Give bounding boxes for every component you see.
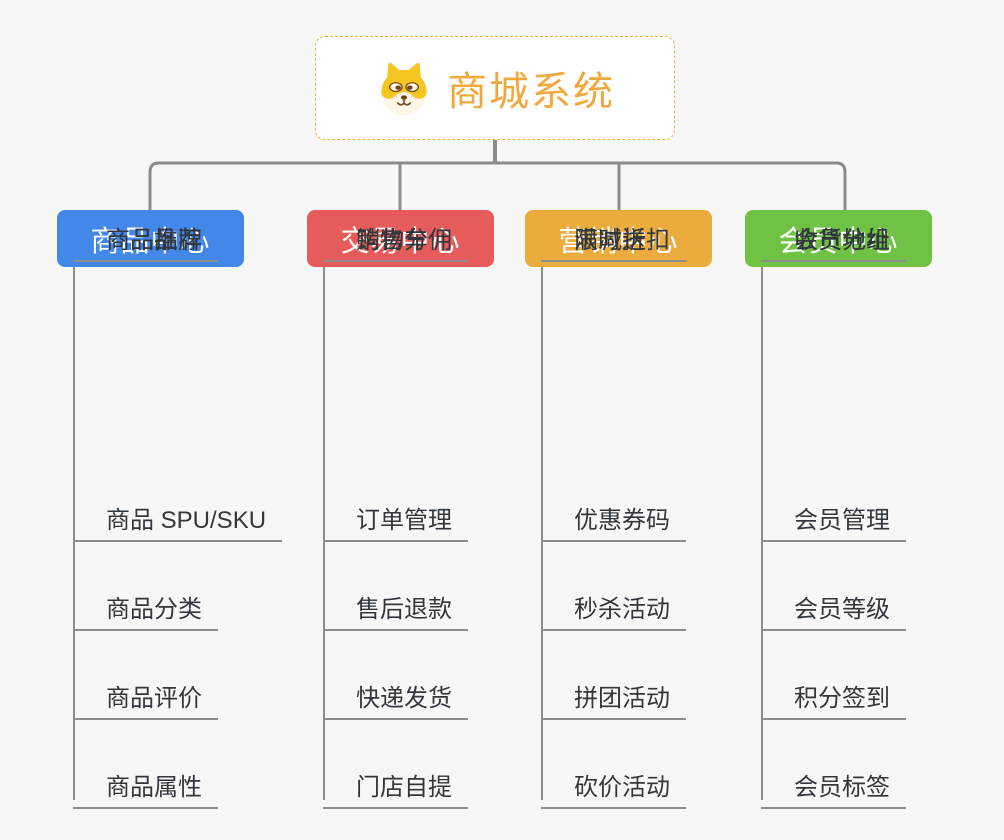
root-title: 商城系统 — [447, 70, 615, 114]
leaf-node[interactable]: 收货地址 — [761, 210, 906, 262]
leaf-node[interactable]: 会员等级 — [761, 579, 906, 631]
branch-header-member[interactable]: 会员中心 — [745, 210, 932, 267]
leaf-node[interactable]: 砍价活动 — [541, 757, 686, 809]
leaf-node[interactable]: 商品 SPU/SKU — [73, 490, 283, 542]
leaf-node[interactable]: 商品分类 — [73, 579, 218, 631]
leaf-node[interactable]: 积分签到 — [761, 668, 906, 720]
leaf-node[interactable]: 会员管理 — [761, 490, 906, 542]
leaf-node[interactable]: 会员分组 — [761, 210, 906, 262]
leaf-node[interactable]: 优惠券码 — [541, 490, 686, 542]
branch-trunk-line — [73, 267, 75, 800]
branch-header-product[interactable]: 商品中心 — [57, 210, 244, 267]
branch-header-marketing[interactable]: 营销中心 — [525, 210, 712, 267]
leaf-node[interactable]: 订单管理 — [323, 490, 468, 542]
branch-member-center: 会员中心 会员管理 会员等级 积分签到 会员标签 会员分组 收货地址 — [745, 210, 985, 810]
branch-trade-center: 交易中心 订单管理 售后退款 快递发货 门店自提 购物车 销售分佣 — [307, 210, 547, 810]
leaf-node[interactable]: 商品品牌 — [73, 210, 218, 262]
leaf-node[interactable]: 商品属性 — [73, 757, 218, 809]
dog-face-icon — [381, 62, 427, 116]
leaf-node[interactable]: 售后退款 — [323, 579, 468, 631]
branch-header-trade[interactable]: 交易中心 — [307, 210, 494, 267]
branch-trunk-line — [323, 267, 325, 800]
branch-bus-line — [148, 161, 847, 210]
leaf-node[interactable]: 拼团活动 — [541, 668, 686, 720]
leaf-node[interactable]: 商品评价 — [73, 668, 218, 720]
branch-marketing-center: 营销中心 优惠券码 秒杀活动 拼团活动 砍价活动 限时折扣 满减送 — [525, 210, 765, 810]
root-node[interactable]: 商城系统 — [315, 36, 675, 140]
leaf-node[interactable]: 快递发货 — [323, 668, 468, 720]
branch-trunk-line — [541, 267, 543, 800]
leaf-node[interactable]: 秒杀活动 — [541, 579, 686, 631]
leaf-node[interactable]: 会员标签 — [761, 757, 906, 809]
branch-product-center: 商品中心 商品 SPU/SKU 商品分类 商品评价 商品属性 商品推荐 商品品牌 — [57, 210, 297, 810]
leaf-node[interactable]: 销售分佣 — [323, 210, 468, 262]
leaf-node[interactable]: 门店自提 — [323, 757, 468, 809]
leaf-node[interactable]: 满减送 — [541, 210, 662, 262]
branch-trunk-line — [761, 267, 763, 800]
